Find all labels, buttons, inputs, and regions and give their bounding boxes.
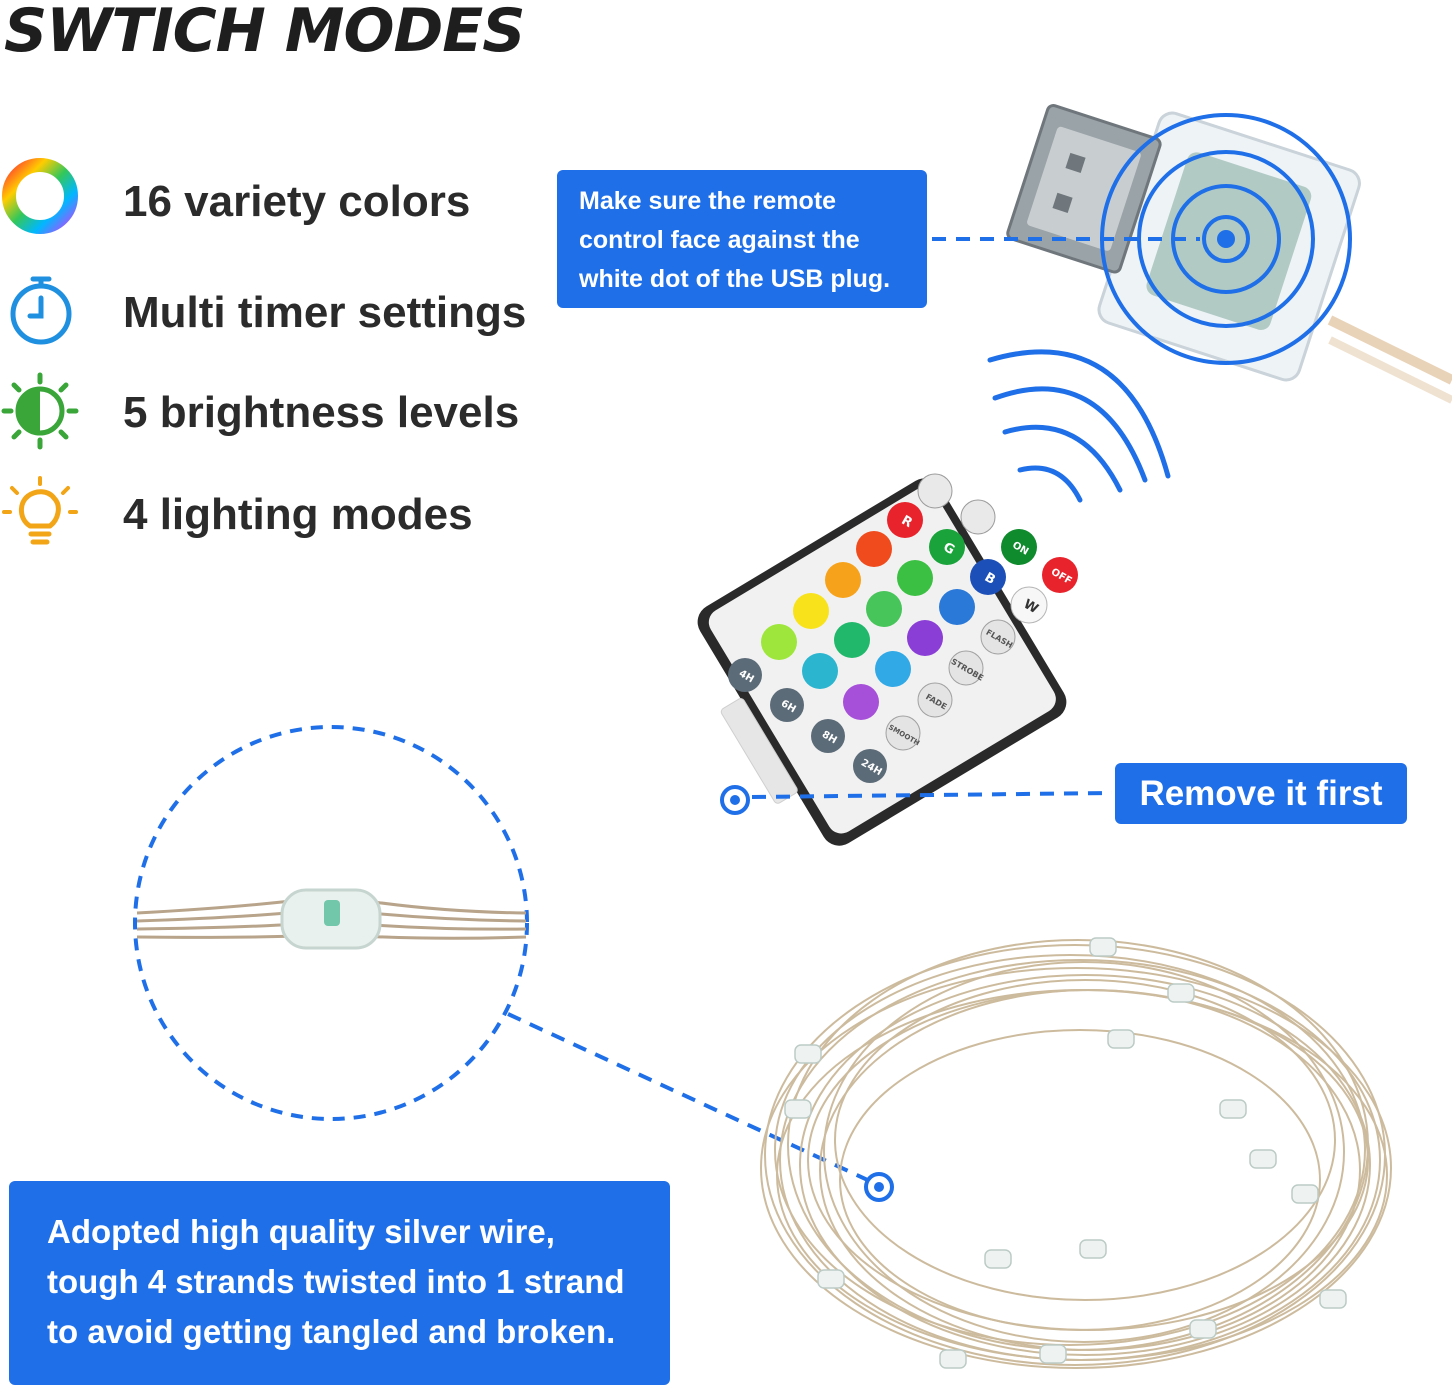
wire-callout-line: to avoid getting tangled and broken. bbox=[47, 1313, 616, 1350]
usb-callout: Make sure the remote control face agains… bbox=[557, 170, 927, 308]
feature-label: 5 brightness levels bbox=[123, 388, 520, 437]
brightness-icon bbox=[1, 372, 79, 450]
timer-icon bbox=[10, 276, 72, 345]
wire-callout-line: tough 4 strands twisted into 1 strand bbox=[47, 1263, 625, 1300]
feature-colors: 16 variety colors bbox=[0, 155, 470, 239]
usb-callout-line: Make sure the remote bbox=[579, 187, 837, 215]
feature-label: 4 lighting modes bbox=[123, 490, 473, 539]
page-title: SWTICH MODES bbox=[4, 0, 525, 66]
usb-callout-line: white dot of the USB plug. bbox=[579, 265, 891, 293]
signal-target bbox=[1100, 113, 1352, 365]
battery-tab-marker bbox=[720, 785, 1113, 815]
usb-callout-line: control face against the bbox=[579, 226, 860, 254]
feature-modes: 4 lighting modes bbox=[0, 474, 473, 558]
feature-brightness: 5 brightness levels bbox=[0, 370, 519, 454]
bulb-icon bbox=[2, 476, 78, 545]
wire-marker bbox=[864, 1172, 894, 1202]
remote-buttons bbox=[728, 473, 1078, 783]
feature-timer: Multi timer settings bbox=[0, 268, 526, 352]
feature-label: 16 variety colors bbox=[123, 177, 471, 226]
color-wheel-icon bbox=[2, 158, 78, 234]
remove-callout: Remove it first bbox=[1115, 763, 1407, 824]
signal-waves-icon bbox=[987, 349, 1171, 503]
wire-callout: Adopted high quality silver wire, tough … bbox=[9, 1181, 670, 1385]
wire-coil bbox=[760, 939, 1392, 1369]
led-beads bbox=[784, 937, 1347, 1369]
feature-label: Multi timer settings bbox=[123, 288, 527, 337]
wire-callout-line: Adopted high quality silver wire, bbox=[47, 1213, 555, 1250]
wire-zoom bbox=[133, 725, 873, 1184]
button-w-label: W bbox=[1021, 597, 1041, 617]
